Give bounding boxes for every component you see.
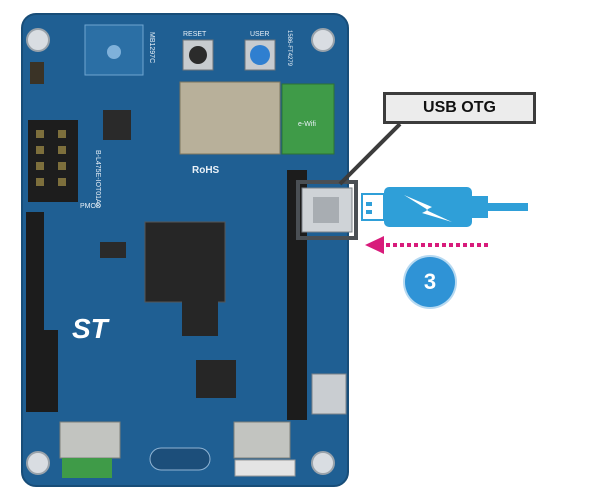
silk-wifi: e-Wifi (298, 121, 316, 128)
lightning-icon (404, 195, 452, 222)
chip-icon (107, 45, 121, 59)
step-badge: 3 (405, 257, 455, 307)
silk-reset: RESET (183, 31, 207, 38)
usb-otg-label: USB OTG (383, 92, 536, 124)
small-chip (100, 242, 126, 258)
bottom-connector (149, 447, 211, 471)
silk-board-id: MB1297C (148, 32, 155, 63)
bottom-header (234, 459, 296, 477)
mounting-holes (26, 28, 335, 475)
sensor-module-right (233, 421, 291, 459)
usb-cable (361, 187, 528, 227)
silk-serial: 1586-FT4279 (286, 30, 292, 67)
pmod-header (28, 120, 78, 202)
mcu-chip (144, 221, 226, 303)
user-button-cap (250, 45, 270, 65)
silk-user: USER (250, 31, 269, 38)
wifi-antenna-board (281, 83, 335, 155)
left-pin-header (26, 212, 44, 412)
reset-button-cap (189, 46, 207, 64)
callout-line (338, 122, 402, 186)
silk-pmod: PMOD (80, 203, 101, 210)
left-pin-header-2 (44, 330, 58, 412)
wifi-module-shield (179, 81, 281, 155)
sensor-module-left (59, 421, 121, 459)
direction-arrow-head (365, 236, 384, 254)
stlink-usb-connector (311, 373, 347, 415)
sensor-chip (103, 110, 131, 140)
pmod-pins (36, 130, 66, 186)
stlink-chip (196, 360, 236, 398)
battery-connector (30, 62, 44, 84)
st-logo: ST (72, 313, 111, 344)
silk-rohs: RoHS (192, 165, 220, 176)
memory-chip (182, 298, 218, 336)
usb-cable-wire (488, 203, 528, 211)
usb-plug-tip (361, 193, 385, 221)
usb-otg-port (313, 197, 339, 223)
silk-model: B-L475E-IOT01Ax (94, 150, 101, 208)
usb-otg-highlight (296, 180, 358, 240)
ble-module (62, 458, 112, 478)
